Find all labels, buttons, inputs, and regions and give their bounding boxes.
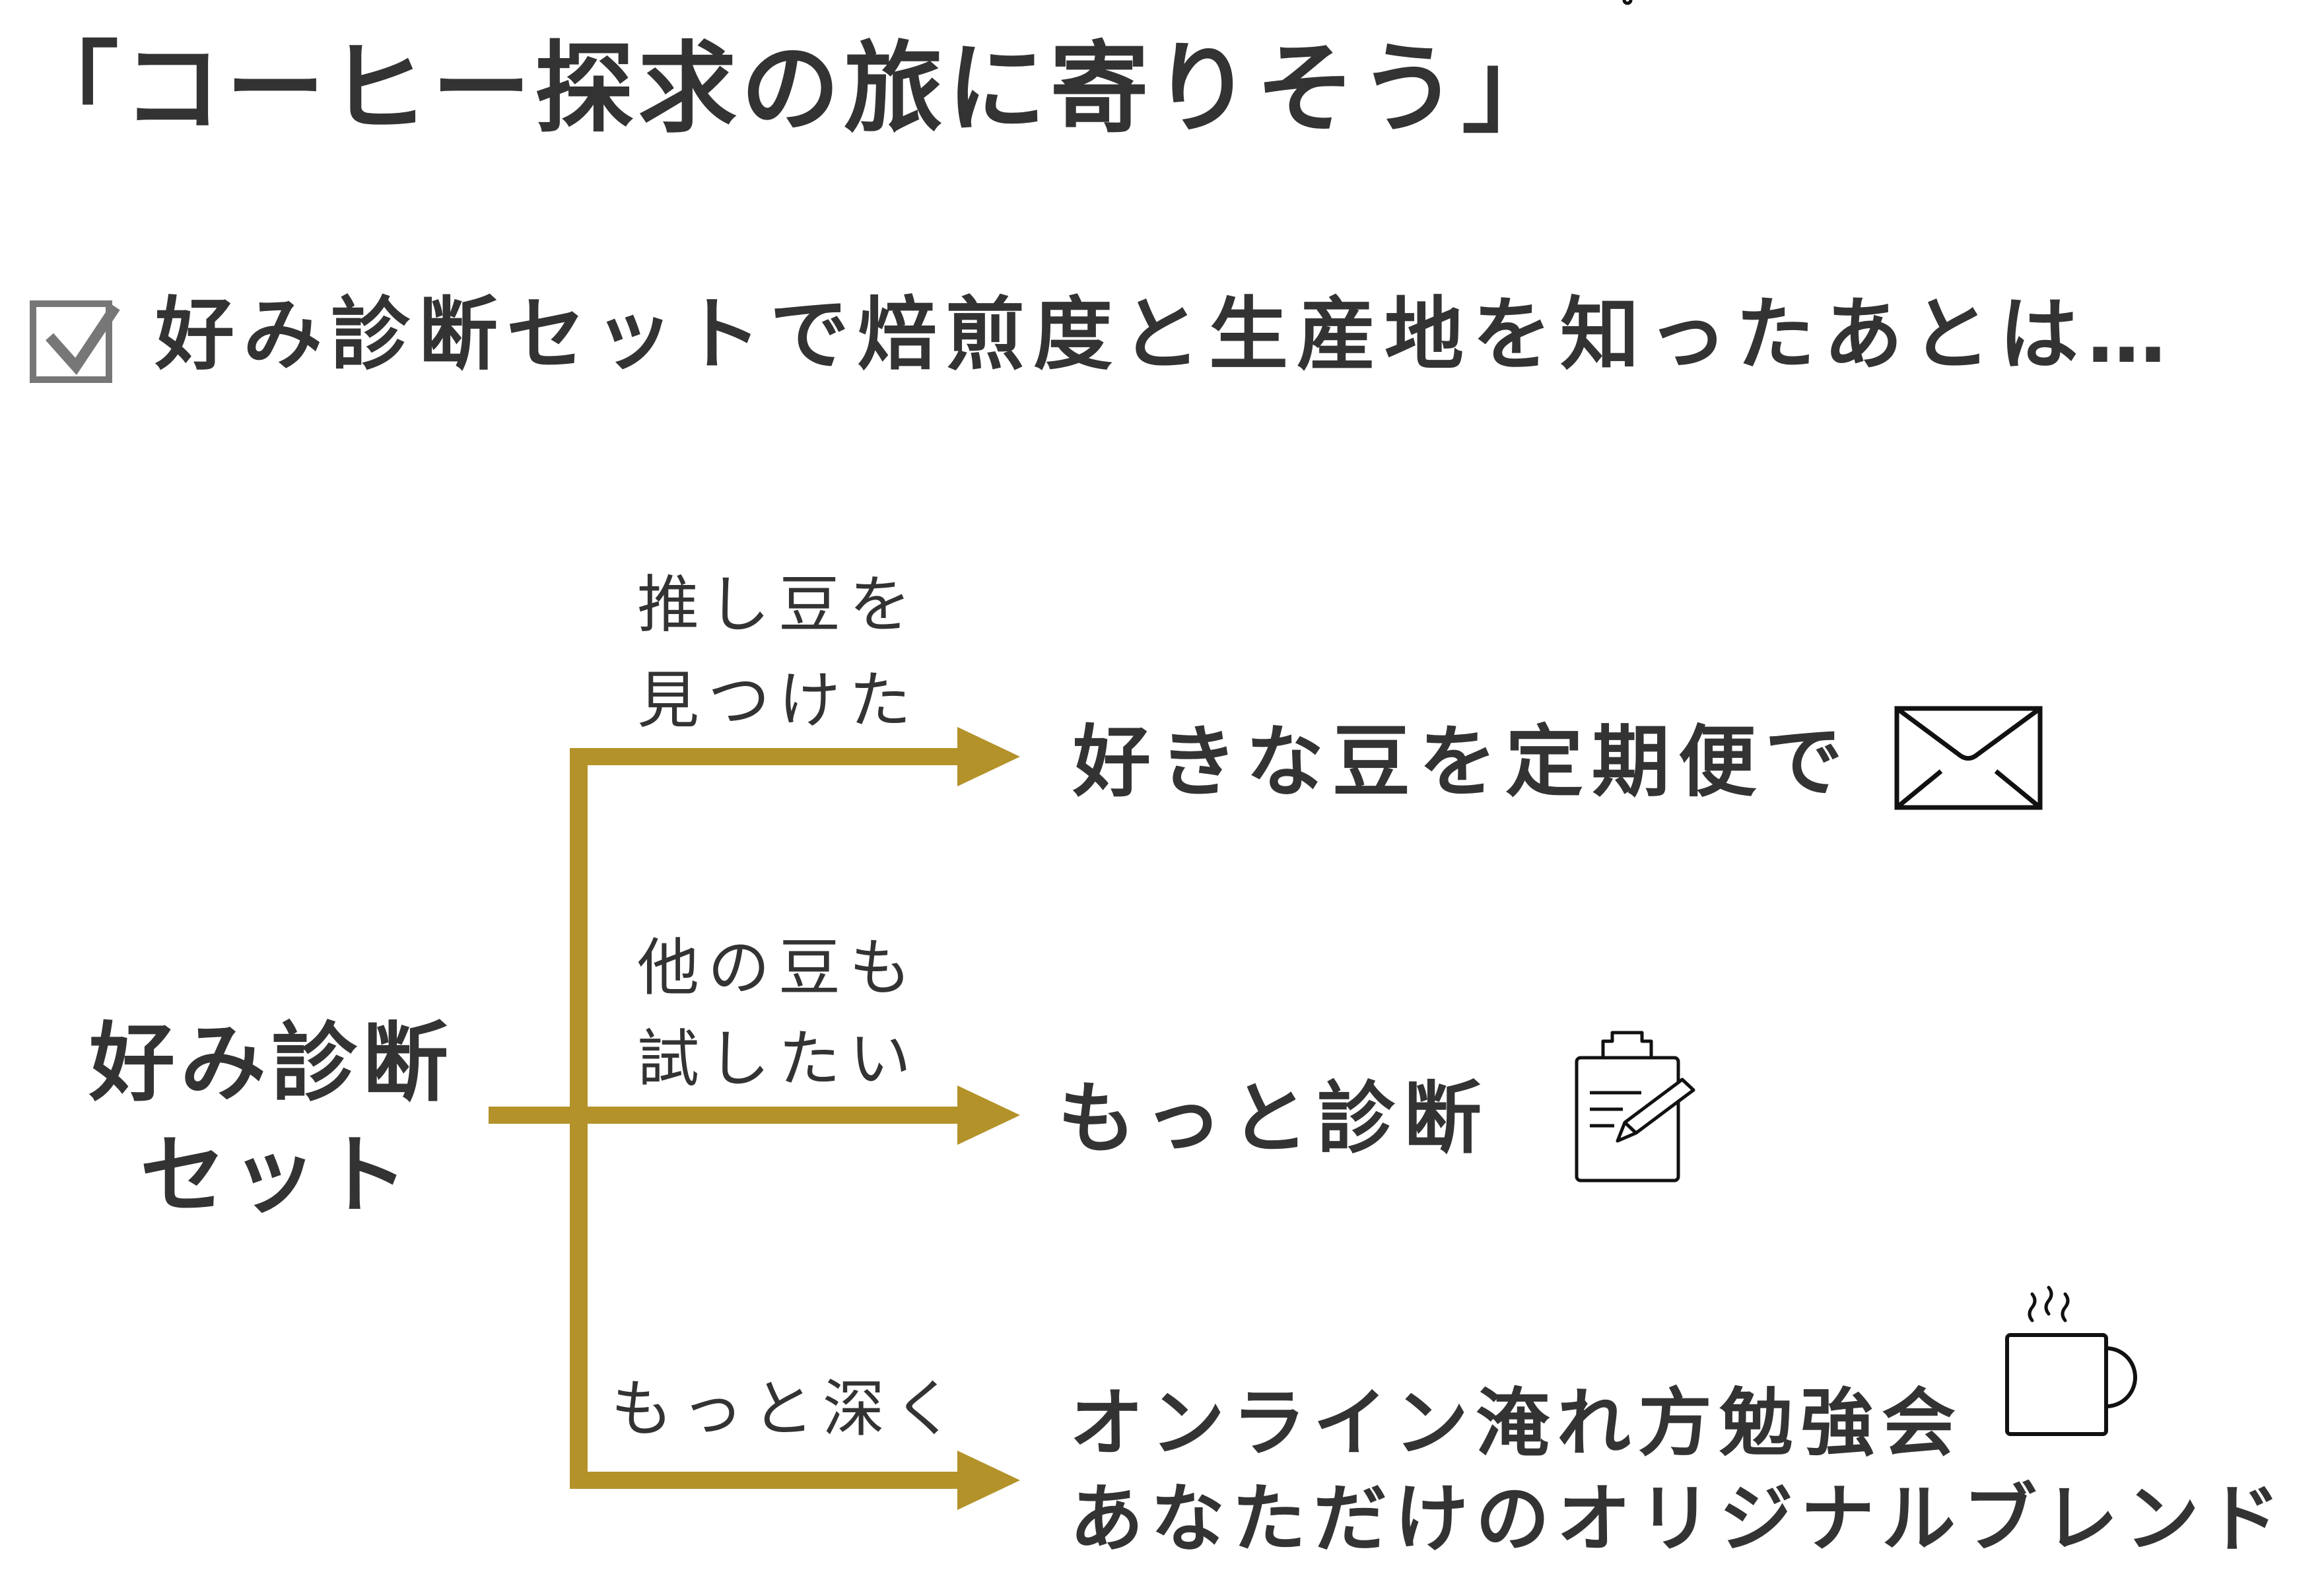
- flow-arrows: [489, 727, 1020, 1510]
- destination-more-diagnosis: もっと診断: [1058, 1073, 1491, 1164]
- destination-subscription: 好きな豆を定期便で: [1073, 716, 1852, 807]
- envelope-icon: [1894, 706, 2043, 810]
- arrow-branch-2: [570, 1085, 1020, 1145]
- coffee-mug-icon: [2005, 1286, 2137, 1436]
- checkbox-checked-icon: [30, 300, 120, 383]
- arrow-branch-1: [570, 727, 1020, 786]
- root-label-line1: 好み診断: [89, 1013, 454, 1113]
- root-label-line2: セット: [140, 1125, 414, 1225]
- subtitle: 好み診断セットで焙煎度と生産地を知ったあとは…: [155, 289, 2175, 381]
- clipboard-pencil-icon: [1575, 0, 1695, 1183]
- branch-1-label-line1: 推し豆を: [637, 569, 920, 641]
- destination-online-class: オンライン淹れ方勉強会: [1070, 1381, 1963, 1466]
- branch-2-label-line1: 他の豆も: [637, 932, 920, 1004]
- branch-3-label: もっと深く: [611, 1373, 965, 1445]
- branch-1-label-line2: 見つけた: [637, 665, 920, 737]
- arrow-branch-3: [570, 1451, 1020, 1510]
- branch-2-label-line2: 試したい: [637, 1023, 920, 1095]
- destination-original-blend: あなただけのオリジナルブレンド: [1070, 1476, 2288, 1562]
- page-title: 「コーヒー探求の旅に寄りそう」: [20, 32, 1565, 147]
